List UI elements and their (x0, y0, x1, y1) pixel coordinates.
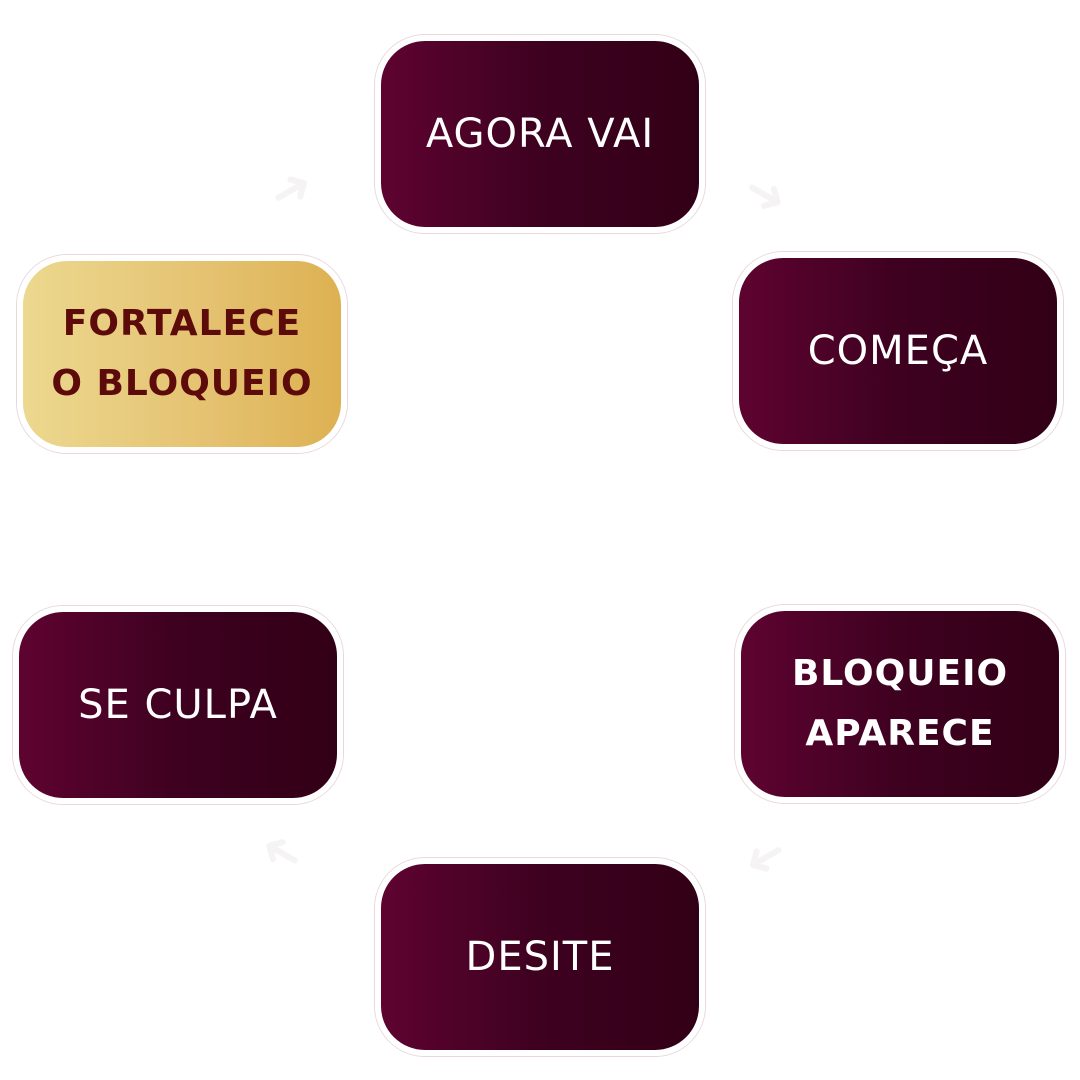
arrow-icon: ➜ (733, 158, 799, 230)
cycle-step-bloqueio-aparece: BLOQUEIO APARECE (735, 605, 1065, 803)
step-label: SE CULPA (78, 682, 278, 728)
arrow-icon: ➜ (733, 823, 799, 895)
cycle-step-fortalece-highlight: FORTALECE O BLOQUEIO (17, 255, 347, 453)
cycle-step-se-culpa: SE CULPA (13, 606, 343, 804)
cycle-step-comeca: COMEÇA (733, 252, 1063, 450)
step-label: COMEÇA (807, 328, 989, 374)
cycle-step-desite: DESITE (375, 858, 705, 1056)
step-label: AGORA VAI (425, 111, 655, 157)
cycle-step-agora-vai: AGORA VAI (375, 35, 705, 233)
step-label: FORTALECE O BLOQUEIO (51, 303, 313, 404)
step-label: DESITE (465, 934, 615, 980)
step-label: BLOQUEIO APARECE (791, 653, 1009, 754)
arrow-icon: ➜ (248, 818, 314, 890)
arrow-icon: ➜ (258, 153, 324, 225)
